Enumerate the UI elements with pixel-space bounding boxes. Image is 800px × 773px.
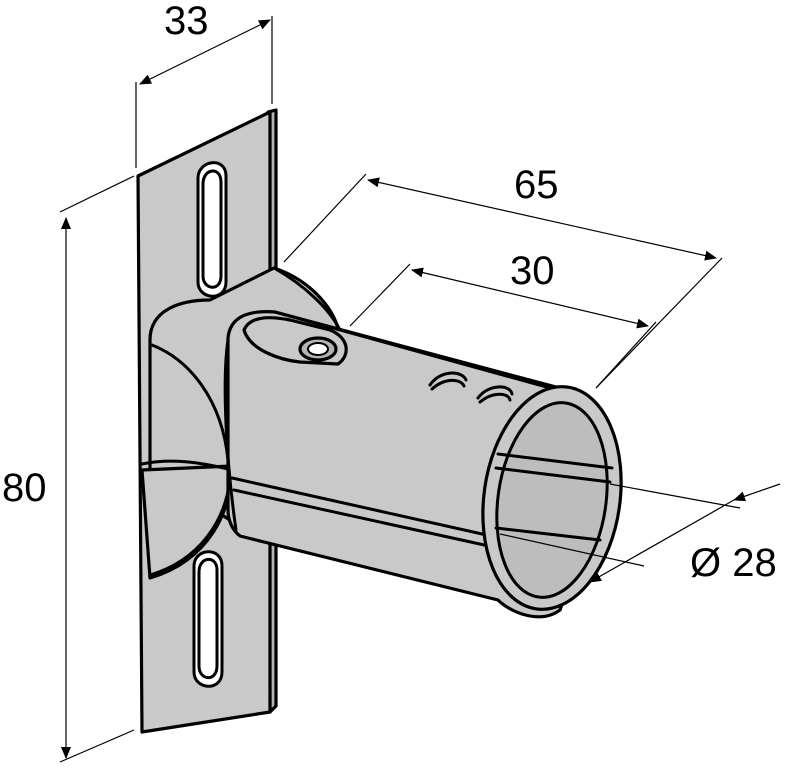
dimension-30: 30 — [349, 249, 657, 389]
dimension-65: 65 — [283, 163, 723, 389]
mounting-plate — [136, 108, 278, 734]
dimension-80: 80 — [2, 175, 135, 763]
dimension-diameter-label: Ø 28 — [690, 541, 777, 585]
dimension-65-label: 65 — [514, 163, 559, 207]
dimension-33-label: 33 — [164, 0, 209, 43]
dimension-80-label: 80 — [2, 466, 47, 510]
grip-notch-1 — [428, 371, 468, 387]
dimension-diameter: Ø 28 — [499, 483, 781, 585]
dimension-33: 33 — [135, 0, 273, 168]
grip-notch-2 — [476, 385, 514, 400]
dimension-30-label: 30 — [510, 249, 555, 293]
